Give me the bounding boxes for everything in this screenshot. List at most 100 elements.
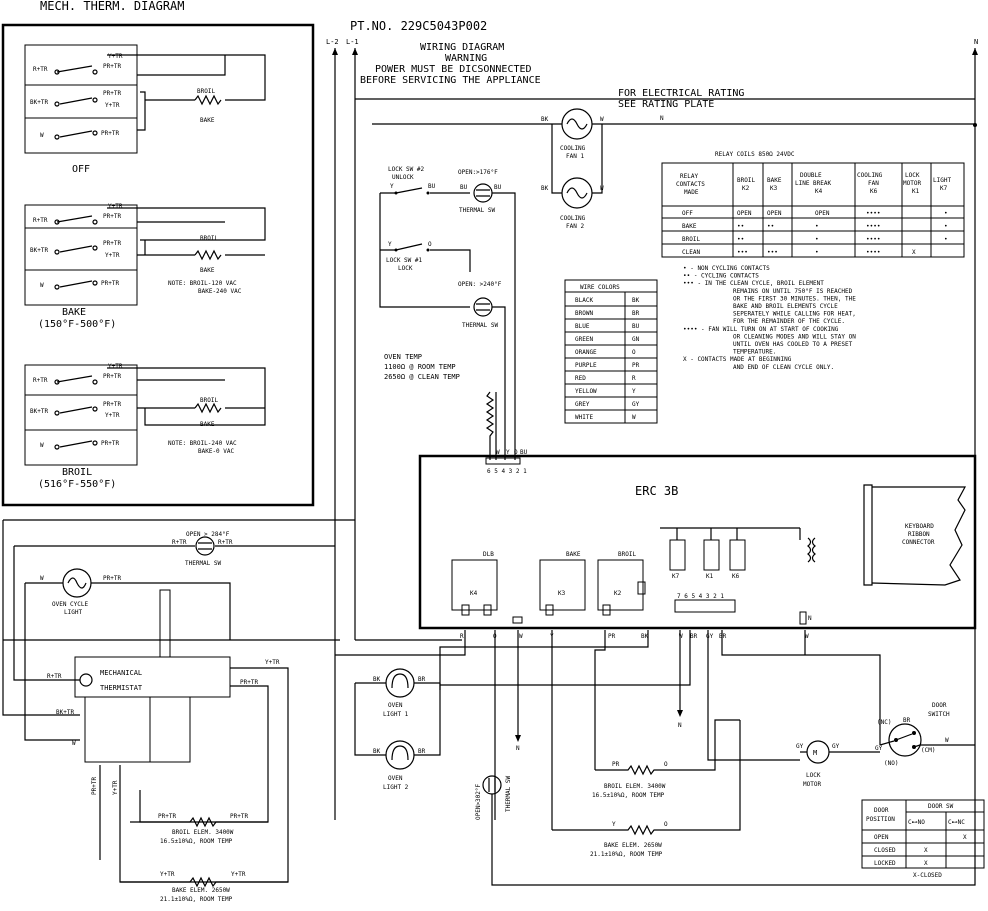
svg-text:BROIL: BROIL	[200, 235, 218, 242]
svg-text:LOCK: LOCK	[806, 772, 821, 779]
rating-line-1: FOR ELECTRICAL RATING	[618, 88, 744, 99]
svg-text:BR: BR	[418, 748, 426, 755]
svg-text:W: W	[519, 633, 523, 640]
door-cell: X	[924, 860, 928, 867]
svg-text:LIGHT: LIGHT	[933, 177, 951, 184]
relay-cell: •••	[767, 249, 778, 256]
svg-text:W: W	[40, 282, 44, 289]
wire-color-name: ORANGE	[575, 349, 597, 356]
wire-color-code: W	[632, 414, 636, 421]
relay-cell: •	[815, 249, 819, 256]
relay-legend-line: •• - CYCLING CONTACTS	[683, 273, 759, 280]
svg-text:K4: K4	[470, 590, 478, 597]
svg-text:W: W	[945, 737, 949, 744]
svg-text:Y+TR: Y+TR	[108, 363, 123, 370]
svg-text:R+TR: R+TR	[47, 673, 62, 680]
left-title: MECH. THERM. DIAGRAM	[40, 0, 185, 13]
svg-text:BAKE ELEM. 2650W: BAKE ELEM. 2650W	[604, 842, 662, 849]
svg-text:O: O	[428, 241, 432, 248]
mech-therm-box	[1, 23, 315, 507]
svg-text:BR: BR	[903, 717, 911, 724]
wire-color-name: WHITE	[575, 414, 593, 421]
svg-text:OVEN: OVEN	[388, 702, 403, 709]
svg-text:MOTOR: MOTOR	[903, 180, 921, 187]
svg-text:OPEN > 284°F: OPEN > 284°F	[186, 531, 230, 538]
lock-switch-1: Y O LOCK SW #1 LOCK	[379, 193, 471, 308]
relay-dlb: DLB K4	[451, 551, 523, 624]
svg-text:PR+TR: PR+TR	[101, 280, 119, 287]
l2-label: L-2	[326, 38, 339, 46]
svg-text:Y+TR: Y+TR	[160, 871, 175, 878]
relay-cell: •••	[737, 249, 748, 256]
svg-text:COOLING: COOLING	[857, 172, 883, 179]
cooling-fan-2: BK W COOLING FAN 2	[541, 124, 604, 230]
relay-cell: OPEN	[815, 210, 830, 217]
svg-text:Y+TR: Y+TR	[231, 871, 246, 878]
erc-board: ERC 3B	[418, 454, 977, 630]
svg-text:(516°F-550°F): (516°F-550°F)	[38, 479, 116, 490]
svg-text:W: W	[40, 132, 44, 139]
svg-text:CONTACTS: CONTACTS	[676, 181, 705, 188]
svg-text:21.1±10%Ω, ROOM TEMP: 21.1±10%Ω, ROOM TEMP	[590, 851, 663, 858]
svg-text:2650Ω @ CLEAN TEMP: 2650Ω @ CLEAN TEMP	[384, 373, 460, 381]
svg-text:BROIL ELEM. 3400W: BROIL ELEM. 3400W	[172, 829, 234, 836]
svg-text:BK: BK	[641, 633, 649, 640]
part-number: PT.NO. 229C5043P002	[350, 19, 487, 33]
svg-text:R+TR: R+TR	[33, 66, 48, 73]
svg-text:BAKE: BAKE	[566, 551, 581, 558]
svg-text:PR+TR: PR+TR	[101, 440, 119, 447]
relay-cell: ••	[737, 236, 744, 243]
relay-table-title: RELAY COILS 850Ω 24VDC	[715, 151, 795, 158]
svg-text:BU: BU	[494, 184, 502, 191]
relay-legend: • - NON CYCLING CONTACTS•• - CYCLING CON…	[683, 265, 856, 371]
mech-panel-broil: R+TR BK+TR W Y+TR PR+TR PR+TR Y+TR PR+TR…	[24, 363, 266, 490]
relay-cell: OPEN	[767, 210, 782, 217]
svg-text:BAKE-240 VAC: BAKE-240 VAC	[198, 288, 242, 295]
svg-text:M: M	[813, 749, 817, 757]
wiring-title: WIRING DIAGRAM	[420, 42, 504, 53]
rating-line-2: SEE RATING PLATE	[618, 99, 714, 110]
svg-text:BU: BU	[428, 183, 436, 190]
svg-text:Y+TR: Y+TR	[105, 412, 120, 419]
svg-text:BAKE-0 VAC: BAKE-0 VAC	[198, 448, 235, 455]
svg-text:R+TR: R+TR	[172, 539, 187, 546]
svg-text:PR+TR: PR+TR	[103, 401, 121, 408]
svg-text:K3: K3	[770, 185, 778, 192]
svg-text:LOCK SW #1: LOCK SW #1	[386, 257, 423, 264]
svg-text:N: N	[678, 722, 682, 729]
relay-coils: K7 K1 K6 7 6 5 4 3 2 1 N	[660, 527, 816, 625]
relay-cell: ••••	[866, 223, 880, 230]
wire-color-code: BU	[632, 323, 640, 330]
svg-text:BROIL: BROIL	[62, 467, 92, 478]
svg-text:BAKE: BAKE	[200, 117, 215, 124]
svg-text:K4: K4	[815, 188, 823, 195]
svg-text:K7: K7	[672, 573, 680, 580]
relay-legend-line: X - CONTACTS MADE AT BEGINNING	[683, 356, 792, 363]
svg-text:(CM): (CM)	[921, 747, 935, 754]
svg-text:Y+TR: Y+TR	[105, 252, 120, 259]
mech-panel-bake: R+TR BK+TR W Y+TR PR+TR PR+TR Y+TR PR+TR…	[24, 203, 266, 330]
svg-text:COOLING: COOLING	[560, 145, 586, 152]
n-label: N	[974, 38, 978, 46]
svg-text:BAKE: BAKE	[200, 421, 215, 428]
svg-text:FAN 2: FAN 2	[566, 223, 584, 230]
relay-cell: ••••	[866, 236, 880, 243]
svg-text:THERMAL SW: THERMAL SW	[459, 207, 496, 214]
relay-cell: BAKE	[682, 223, 697, 230]
svg-text:7 6 5 4 3 2 1: 7 6 5 4 3 2 1	[677, 593, 724, 600]
wire-color-name: GREEN	[575, 336, 593, 343]
svg-text:DOUBLE: DOUBLE	[800, 172, 822, 179]
relay-cell: •	[944, 223, 948, 230]
door-cell: X	[924, 847, 928, 854]
svg-text:BROIL: BROIL	[200, 397, 218, 404]
svg-text:1100Ω @ ROOM TEMP: 1100Ω @ ROOM TEMP	[384, 363, 456, 371]
svg-text:Y+TR: Y+TR	[105, 102, 120, 109]
svg-text:LOCK: LOCK	[905, 172, 920, 179]
relay-cell: ••••	[866, 249, 880, 256]
svg-text:PR+TR: PR+TR	[240, 679, 258, 686]
svg-text:UNLOCK: UNLOCK	[392, 174, 414, 181]
lock-motor: M GY GY LOCK MOTOR	[796, 740, 880, 788]
svg-text:LIGHT: LIGHT	[64, 609, 82, 616]
svg-text:LINE BREAK: LINE BREAK	[795, 180, 832, 187]
svg-text:PR+TR: PR+TR	[91, 777, 98, 795]
